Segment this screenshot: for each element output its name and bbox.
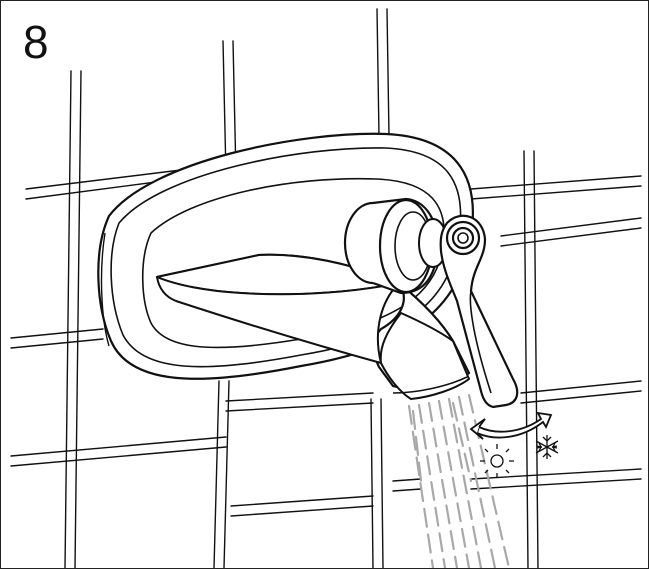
spout (156, 253, 471, 400)
sun-icon (480, 444, 514, 478)
snowflake-icon (535, 435, 559, 459)
step-number: 8 (23, 16, 49, 68)
mixer-lever (343, 197, 519, 409)
water-stream (407, 393, 511, 568)
curved-double-arrow-icon (469, 411, 553, 440)
